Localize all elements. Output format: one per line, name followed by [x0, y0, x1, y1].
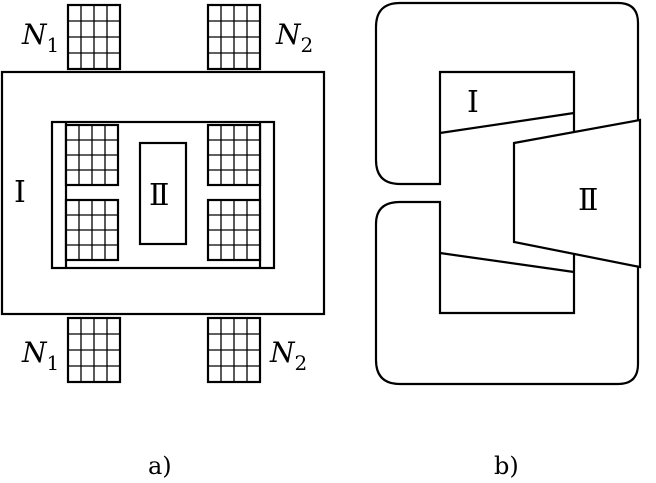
- part-label-outer-a: Ⅰ: [14, 175, 26, 210]
- coil-inner-bottom-right: [206, 198, 262, 262]
- coil-top-right: [206, 3, 262, 71]
- coil-top-left: [66, 3, 122, 71]
- figure-b: [374, 1, 642, 386]
- coil-bottom-left: [66, 316, 122, 384]
- moving-armature: [512, 118, 642, 269]
- inner-window: [50, 120, 276, 270]
- part-label-inner-a: Ⅱ: [149, 178, 169, 213]
- winding-label-top-left: N1: [21, 18, 59, 57]
- coil-bottom-right: [206, 316, 262, 384]
- winding-label-bottom-left: N1: [21, 336, 59, 375]
- caption-b: b): [494, 452, 519, 480]
- caption-a: a): [148, 452, 172, 480]
- winding-label-top-right: N2: [275, 18, 313, 57]
- coil-inner-bottom-left: [64, 198, 120, 262]
- figure-a: [0, 3, 326, 384]
- outer-yoke-frame: [0, 70, 326, 316]
- part-label-outer-b: Ⅰ: [467, 85, 479, 120]
- pole-face-bottom: [439, 251, 575, 274]
- coil-inner-top-right: [206, 123, 262, 187]
- part-label-inner-b: Ⅱ: [578, 183, 598, 218]
- coil-inner-top-left: [64, 123, 120, 187]
- pole-face-top: [439, 111, 575, 135]
- outer-yoke-outline: [374, 1, 640, 386]
- inner-armature: [138, 141, 188, 246]
- winding-label-bottom-right: N2: [269, 336, 307, 375]
